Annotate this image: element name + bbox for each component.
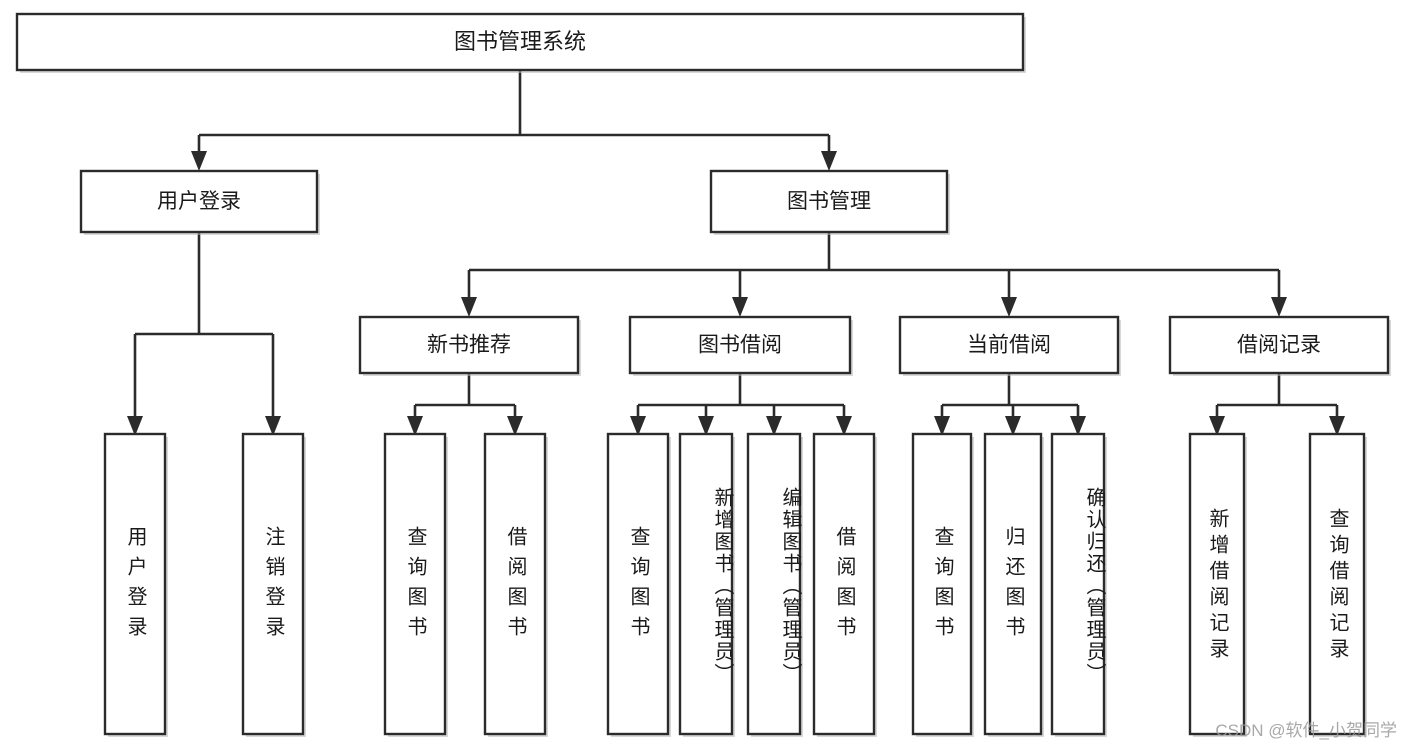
node-level3-2[interactable] <box>898 315 1120 375</box>
arrow-head-icon <box>766 416 782 436</box>
arrow-head-icon <box>407 416 423 436</box>
node-level2-1[interactable] <box>709 169 949 234</box>
node-level3-label-1: 图书借阅 <box>698 334 782 357</box>
watermark-text: CSDN @软件_小贺同学 <box>1215 721 1397 740</box>
arrow-head-icon <box>836 416 852 436</box>
node-level3-0[interactable] <box>358 315 580 375</box>
node-leaf-7[interactable] <box>812 432 876 736</box>
node-level3-label-2: 当前借阅 <box>967 334 1051 357</box>
arrow-head-icon <box>1209 416 1225 436</box>
node-leaf-4[interactable] <box>606 432 670 736</box>
arrow-head-icon <box>507 416 523 436</box>
node-leaf-9[interactable] <box>983 432 1043 736</box>
node-leaf-6[interactable] <box>746 432 802 736</box>
node-leaf-2[interactable] <box>383 432 447 736</box>
arrow-head-icon <box>461 297 477 317</box>
arrow-head-icon <box>821 151 837 171</box>
node-level2-label-1: 图书管理 <box>787 190 871 213</box>
node-leaf-0[interactable] <box>103 432 167 736</box>
arrow-head-icon <box>191 151 207 171</box>
arrow-head-icon <box>732 297 748 317</box>
connectors-layer <box>127 70 1345 436</box>
node-level3-label-0: 新书推荐 <box>427 334 511 357</box>
arrow-head-icon <box>698 416 714 436</box>
boxes-layer <box>15 12 1391 737</box>
node-leaf-3[interactable] <box>483 432 547 736</box>
arrow-head-icon <box>1005 416 1021 436</box>
node-leaf-8[interactable] <box>911 432 973 736</box>
arrow-head-icon <box>630 416 646 436</box>
node-level3-1[interactable] <box>628 315 852 375</box>
arrow-head-icon <box>1001 297 1017 317</box>
node-leaf-5[interactable] <box>678 432 734 736</box>
arrow-head-icon <box>934 416 950 436</box>
arrow-head-icon <box>1271 297 1287 317</box>
node-leaf-1[interactable] <box>241 432 305 736</box>
node-leaf-12[interactable] <box>1308 432 1366 736</box>
arrow-head-icon <box>265 416 281 436</box>
node-leaf-10[interactable] <box>1050 432 1106 736</box>
node-level2-label-0: 用户登录 <box>157 190 241 213</box>
node-leaf-11[interactable] <box>1188 432 1246 736</box>
arrow-head-icon <box>1329 416 1345 436</box>
node-level2-0[interactable] <box>79 169 319 234</box>
arrow-head-icon <box>127 416 143 436</box>
node-level3-label-3: 借阅记录 <box>1237 334 1321 357</box>
node-level3-3[interactable] <box>1168 315 1390 375</box>
arrow-head-icon <box>1070 416 1086 436</box>
node-root-label: 图书管理系统 <box>454 29 586 54</box>
node-root[interactable] <box>15 12 1025 72</box>
